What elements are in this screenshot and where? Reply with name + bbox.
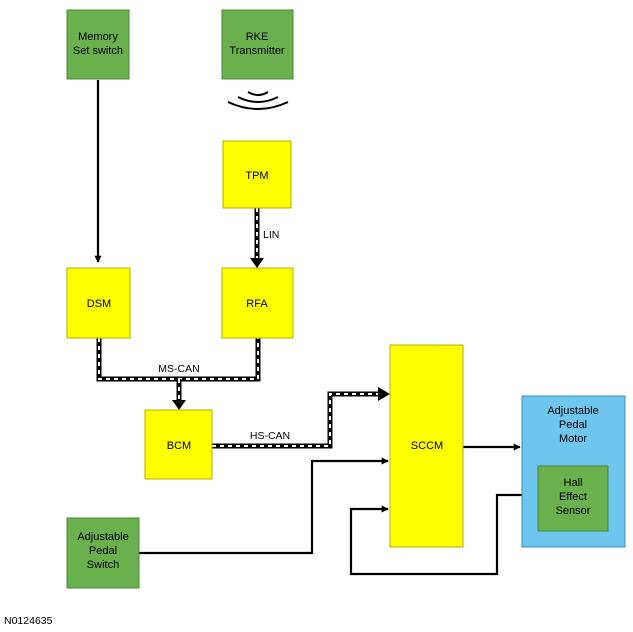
pedal-switch-to-sccm-line: [139, 457, 389, 555]
svg-text:RKE: RKE: [246, 31, 269, 43]
svg-text:Set switch: Set switch: [73, 45, 123, 57]
svg-text:Effect: Effect: [559, 491, 587, 503]
bcm-box: BCM: [144, 409, 213, 480]
svg-text:Memory: Memory: [78, 31, 118, 43]
hall-effect-sensor-box: Hall Effect Sensor: [537, 465, 609, 532]
svg-text:Switch: Switch: [87, 559, 119, 571]
svg-text:Adjustable: Adjustable: [77, 531, 128, 543]
svg-text:Transmitter: Transmitter: [229, 45, 285, 57]
figure-id: N0124635: [4, 615, 53, 627]
svg-text:Hall: Hall: [564, 477, 583, 489]
rfa-box: RFA: [221, 267, 294, 339]
tpm-box: TPM: [222, 140, 292, 209]
svg-text:SCCM: SCCM: [411, 440, 443, 452]
wireless-signal-icon: [227, 91, 289, 110]
lin-label: LIN: [263, 229, 279, 241]
adjustable-pedal-switch-box: Adjustable Pedal Switch: [66, 517, 140, 589]
svg-text:RFA: RFA: [246, 298, 268, 310]
svg-text:Motor: Motor: [559, 433, 587, 445]
hs-can-label: HS-CAN: [250, 430, 290, 442]
rke-transmitter-box: RKE Transmitter: [221, 9, 294, 80]
svg-text:Sensor: Sensor: [556, 505, 591, 517]
svg-text:DSM: DSM: [87, 298, 111, 310]
hall-sensor-feedback-line: [349, 493, 538, 576]
lin-bus: [250, 208, 264, 268]
svg-text:Adjustable: Adjustable: [547, 405, 598, 417]
memory-set-switch-box: Memory Set switch: [66, 9, 130, 80]
svg-text:TPM: TPM: [245, 170, 268, 182]
dsm-box: DSM: [66, 267, 131, 339]
sccm-box: SCCM: [389, 344, 464, 548]
svg-text:Pedal: Pedal: [89, 545, 117, 557]
hs-can-bus: [212, 387, 390, 449]
svg-text:BCM: BCM: [167, 440, 191, 452]
ms-can-label: MS-CAN: [158, 363, 199, 375]
svg-text:Pedal: Pedal: [559, 419, 587, 431]
ms-can-bus: [96, 338, 261, 410]
